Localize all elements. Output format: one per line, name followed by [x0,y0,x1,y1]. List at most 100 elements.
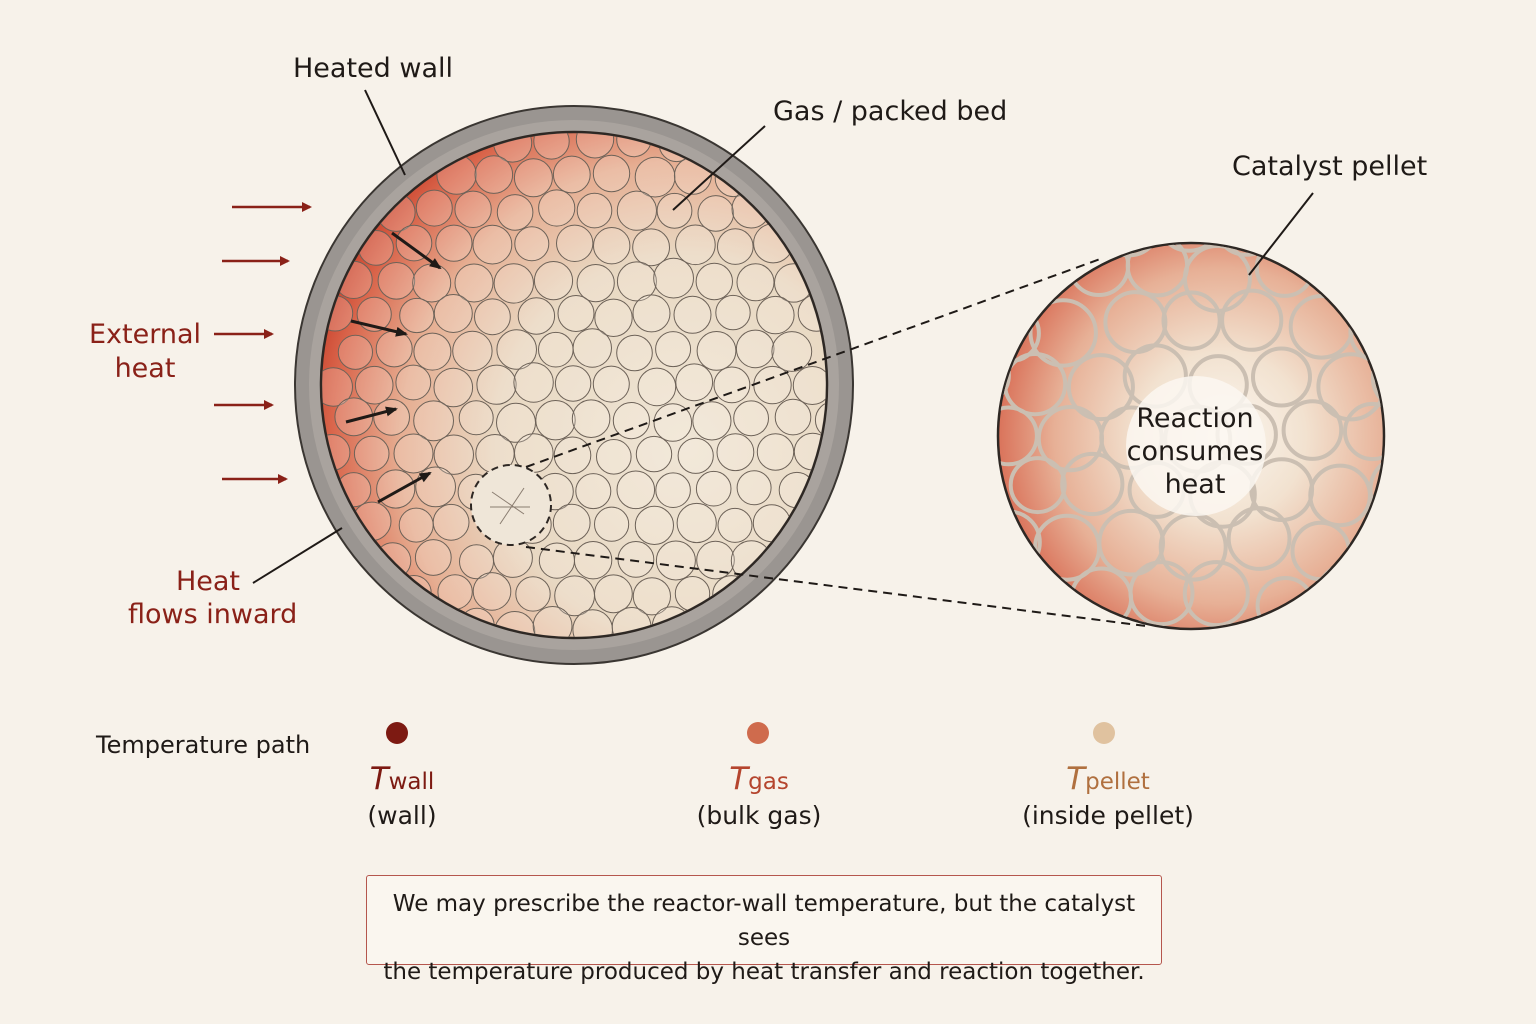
bed-particle [675,363,714,402]
pellet-pore [1028,298,1098,368]
bed-particle [414,539,452,576]
bed-particle [756,295,795,335]
bed-particle [458,400,494,436]
bed-particle [395,224,433,262]
bed-particle [655,540,696,581]
pellet-pore [1410,632,1465,687]
pellet-reaction-center [1126,376,1266,516]
bed-particle [572,328,612,368]
bed-particle [337,334,373,370]
bed-particle [376,469,416,509]
pellet-pore [1338,621,1383,628]
bed-particle [592,365,630,403]
bed-particle [393,433,434,474]
pellet-pore [1287,616,1350,628]
bed-particle [632,294,671,333]
pellet-pore [999,458,1003,517]
bed-particle [675,224,716,266]
gas-packed-bed-label: Gas / packed bed [773,96,1008,127]
bed-particle [554,365,592,402]
bed-particle [435,224,473,262]
pellet-pore [1161,290,1222,351]
bed-particle [594,506,630,542]
pellet-pore [999,244,1034,251]
bed-particle [735,329,775,369]
bed-particle [695,470,732,507]
pellet-pore [1066,353,1135,422]
bed-particle [695,262,733,301]
temp-caption: (bulk gas) [696,801,822,830]
temp-caption: (inside pellet) [1022,801,1194,830]
bed-particle [677,437,714,474]
leader-lines [252,89,1314,584]
pellet-pore [999,570,1064,628]
reaction-label-line1: Reaction [1136,403,1254,434]
pellet-pore [1060,451,1125,517]
bed-particle [576,264,615,303]
bed-particle [616,470,656,510]
bed-particle [433,294,473,333]
pellet-pore [1039,632,1095,688]
bed-particle [616,190,658,231]
bed-particle [696,331,737,371]
pellet-pore [1441,574,1498,631]
bed-particle [513,158,553,198]
bed-particle [756,433,795,471]
bed-particle [538,331,574,368]
note-line1: We may prescribe the reactor-wall temper… [392,891,1136,951]
bed-particle [398,507,434,543]
bed-particle [377,262,416,300]
bed-particle [637,367,677,407]
bed-particle [415,466,457,508]
temp-label-gas: Tgas (bulk gas) [639,762,879,833]
bed-particle [517,297,556,335]
pellet-pore [1370,344,1383,412]
bed-particle [556,224,594,263]
pellet-pore [1374,572,1383,628]
bed-particle [476,364,517,405]
bed-particle [673,295,712,334]
bed-particle [593,227,631,265]
bed-particle [616,334,653,372]
temp-symbol: T [1066,761,1086,797]
bed-particle [472,224,513,265]
temp-caption: (wall) [367,801,437,830]
temp-subscript: pellet [1085,769,1150,795]
bed-particle [736,470,772,506]
inward-arrow [377,471,432,504]
pellet-pore [1348,301,1383,363]
bed-particle [594,574,633,614]
pellet-pore [907,517,969,579]
bed-particle [635,435,673,473]
pellet-pore [1341,244,1383,256]
bed-particle [538,189,576,227]
inward-flow-arrows [345,231,442,504]
pellet-pore [1164,631,1220,687]
bed-particle [571,399,611,439]
pellet-pore [1405,402,1462,459]
bed-particle [632,577,672,616]
bed-particle [692,401,732,441]
pellet-pore [1220,633,1274,687]
pellet-pore [910,408,970,468]
bed-particle [792,366,826,405]
zoom-line-top [525,257,1104,468]
temp-symbol: T [369,761,389,797]
temp-label-wall: Twall (wall) [282,762,522,833]
external-heat-label-line2: heat [114,353,176,384]
pellet-pore [1414,187,1472,245]
bed-particle [592,154,631,193]
bed-particle [538,542,576,579]
bed-particle [552,155,591,194]
pellet-pore [912,621,967,676]
leader-catalyst-pellet [1248,192,1314,276]
pellet-pore [1042,244,1105,249]
bed-particle [656,192,693,229]
heat-flows-label-line1: Heat [175,566,241,597]
inward-arrow [350,319,408,337]
inward-arrow [345,406,398,424]
bed-particle [575,133,615,159]
heat-flows-label-line2: flows inward [128,599,298,630]
pellet-pore [1316,352,1383,422]
catalyst-pellet-label: Catalyst pellet [1232,151,1428,182]
